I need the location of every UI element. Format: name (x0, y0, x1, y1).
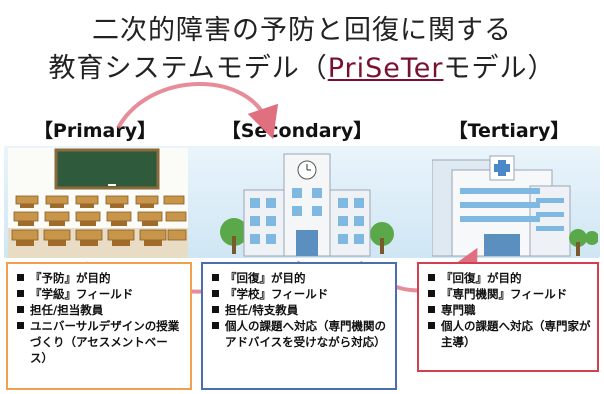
tertiary-item-3: 専門職 (427, 302, 591, 318)
primary-item-1: 『予防』が目的 (16, 270, 184, 286)
primary-item-4: ユニバーサルデザインの授業づくり（アセスメントベース） (16, 318, 184, 366)
tertiary-description-box: 『回復』が目的 『専門機関』フィールド 専門職 個人の課題へ対応（専門家が主導） (417, 262, 599, 372)
primary-item-3: 担任/担当教員 (16, 302, 184, 318)
stage-label-secondary: 【Secondary】 (221, 120, 373, 142)
secondary-item-2: 『学校』フィールド (211, 286, 389, 302)
title-suffix: モデル） (443, 53, 556, 84)
diagram-title-line-2: 教育システムモデル（PriSeTerモデル） (0, 46, 604, 85)
title-prefix: 教育システムモデル（ (48, 53, 328, 84)
secondary-description-box: 『回復』が目的 『学校』フィールド 担任/特支教員 個人の課題へ対応（専門機関の… (201, 262, 397, 390)
tertiary-item-2: 『専門機関』フィールド (427, 286, 591, 302)
hospital-illustration (432, 155, 598, 257)
stage-label-primary: 【Primary】 (33, 120, 157, 142)
school-building-illustration (220, 153, 394, 257)
primary-item-2: 『学級』フィールド (16, 286, 184, 302)
tertiary-item-1: 『回復』が目的 (427, 270, 591, 286)
secondary-item-3: 担任/特支教員 (211, 302, 389, 318)
tertiary-item-4: 個人の課題へ対応（専門家が主導） (427, 318, 591, 350)
stage-label-tertiary: 【Tertiary】 (448, 120, 570, 142)
secondary-item-4: 個人の課題へ対応（専門機関のアドバイスを受けながら対応） (211, 318, 389, 350)
secondary-item-1: 『回復』が目的 (211, 270, 389, 286)
primary-description-box: 『予防』が目的 『学級』フィールド 担任/担当教員 ユニバーサルデザインの授業づ… (6, 262, 192, 390)
title-brand: PriSeTer (327, 53, 444, 84)
diagram-title-line-1: 二次的障害の予防と回復に関する (92, 15, 512, 46)
classroom-illustration (8, 148, 188, 258)
